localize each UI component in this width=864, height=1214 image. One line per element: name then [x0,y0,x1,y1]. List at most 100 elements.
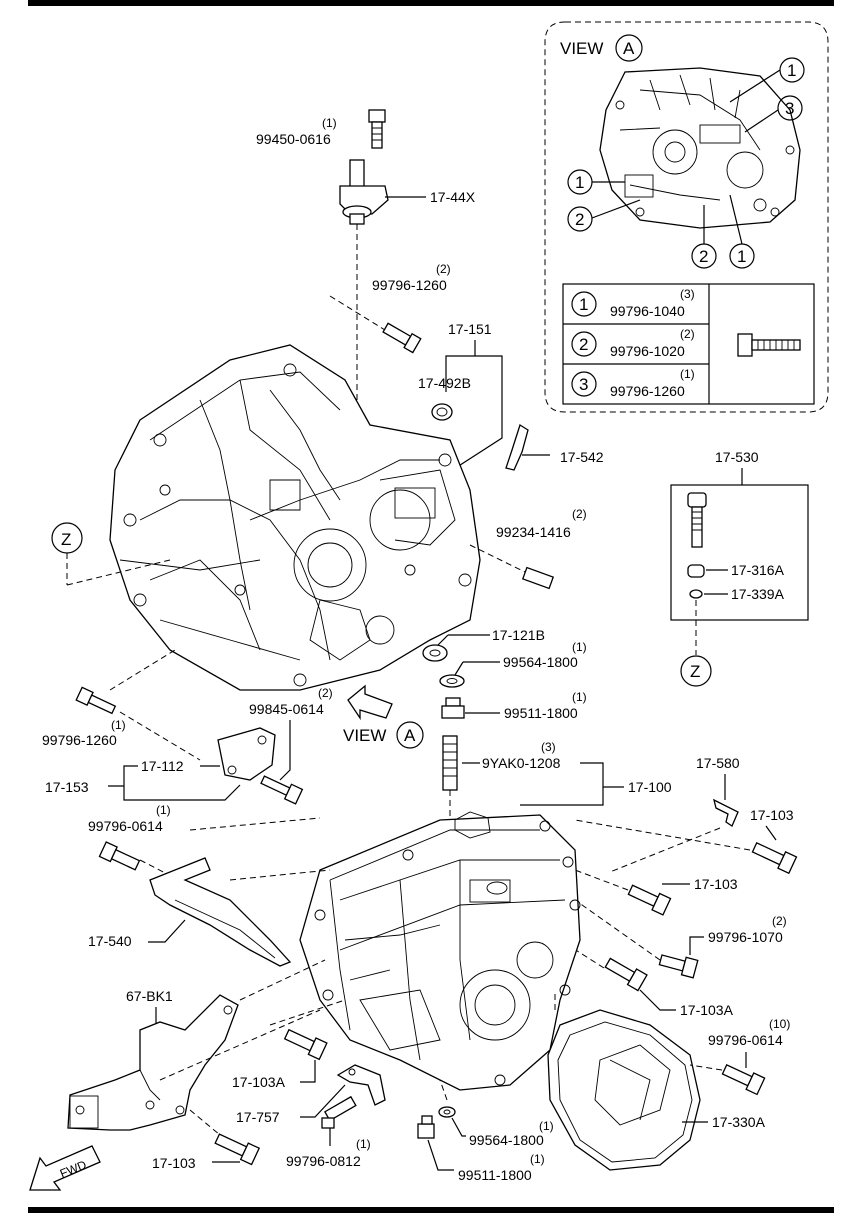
label-17-103-bottom: 17-103 [152,1155,196,1171]
part-17-492b-bushing [431,403,453,421]
transmission-case-17-100 [299,811,581,1091]
view-a-main-letter: A [404,726,416,745]
flange-bolt-icon [737,333,801,357]
view-a-arrow [347,684,393,721]
bolt-99796-1260-top [382,322,422,354]
part-17-540-bracket [149,857,292,967]
label-9yak0-1208: 9YAK0-1208 [482,755,561,771]
table-ref-2: 2 [579,335,588,354]
washer-99564-1800-bottom [438,1106,456,1118]
part-67-bk1-bracket [67,994,239,1131]
z-marker-right-text: Z [690,662,700,681]
label-99450-0616: 99450-0616 [256,131,331,147]
table-qty-3: (1) [680,367,695,381]
label-17-530: 17-530 [715,449,759,465]
bolt-99796-0614-left [98,841,141,871]
part-17-121b-seal [422,644,448,662]
bolt-17-103a-left [283,1028,328,1061]
label-17-103-right-top: 17-103 [750,807,794,823]
part-17-44x-sensor [339,159,389,225]
label-99845-0614: 99845-0614 [249,701,324,717]
label-99234-1416: 99234-1416 [496,524,571,540]
part-17-530-pin [687,492,707,548]
label-99796-1260-top: 99796-1260 [372,277,447,293]
callout-1-bottom-text: 1 [737,247,746,266]
bolt-99796-0812 [323,1095,357,1122]
label-17-103a-left: 17-103A [232,1074,286,1090]
z-marker-left-text: Z [61,530,71,549]
label-67-bk1: 67-BK1 [126,988,173,1004]
view-a-title: VIEW [560,39,603,58]
fwd-arrow-icon [29,1145,101,1191]
bolt-99450-0616 [368,109,386,149]
qty-99796-1070: (2) [772,914,787,928]
label-17-103a-right: 17-103A [680,1002,734,1018]
view-a-circle [615,34,643,62]
label-17-112: 17-112 [141,758,184,774]
washer-99564-1800-top [439,674,465,688]
table-part-3: 99796-1260 [610,383,685,399]
bolt-99845-0614 [260,775,304,805]
table-qty-1: (3) [680,287,695,301]
label-99796-0614-left: 99796-0614 [88,818,163,834]
qty-99796-0614-left: (1) [156,803,171,817]
label-99564-1800-top: 99564-1800 [503,654,578,670]
table-ref-3: 3 [579,375,588,394]
part-17-316a-ring [687,564,705,578]
qty-99845-0614: (2) [318,686,333,700]
bolt-17-103-bottom [214,1133,261,1166]
label-17-121b: 17-121B [492,627,545,643]
part-17-757-bracket [336,1064,386,1106]
label-99511-1800-top: 99511-1800 [504,705,578,721]
callout-2-bottom-text: 2 [699,247,708,266]
label-17-492b: 17-492B [418,375,471,391]
view-a-inset-border [544,21,829,413]
label-99796-1070: 99796-1070 [708,929,783,945]
label-17-103-right-mid: 17-103 [694,876,738,892]
callout-1-left [567,169,593,195]
view-a-letter: A [623,39,635,58]
label-99511-1800-bottom: 99511-1800 [458,1167,532,1183]
callout-1-left-text: 1 [575,173,584,192]
label-17-151: 17-151 [448,321,492,337]
qty-99234-1416: (2) [572,507,587,521]
label-17-44x: 17-44X [430,189,476,205]
bolt-99796-0812-head [321,1117,335,1129]
callout-1-bottom [729,243,755,269]
callout-2-left [567,206,593,232]
qty-99511-1800-bottom: (1) [530,1152,545,1166]
pin-99234-1416 [521,566,555,590]
callout-1-top [779,57,805,83]
qty-99796-1260-top: (2) [436,262,451,276]
table-qty-2: (2) [680,327,695,341]
label-17-580: 17-580 [696,755,740,771]
view-a-main-circle [396,721,424,749]
qty-99564-1800-top: (1) [572,640,587,654]
part-17-339a-oring [689,589,703,599]
label-99796-0614-right: 99796-0614 [708,1032,783,1048]
qty-9yak0-1208: (3) [541,740,556,754]
part-17-542-bracket [505,424,529,471]
callout-2-bottom [691,243,717,269]
label-17-542: 17-542 [560,449,604,465]
label-17-330a: 17-330A [712,1114,766,1130]
view-a-main-label: VIEW [343,726,386,745]
label-99796-1260-left: 99796-1260 [42,732,117,748]
label-17-316a: 17-316A [731,562,785,578]
table-part-1: 99796-1040 [610,303,685,319]
part-17-330a-cover [547,1009,701,1171]
qty-99796-0614-right: (10) [769,1017,790,1031]
label-17-339a: 17-339A [731,586,785,602]
bolt-17-103a-right [604,957,648,992]
label-99796-0812: 99796-0812 [286,1153,361,1169]
qty-99511-1800-top: (1) [572,690,587,704]
stud-9yak0-1208 [442,735,458,791]
callout-1-top-text: 1 [787,61,796,80]
label-17-757: 17-757 [236,1109,280,1125]
label-99564-1800-bottom: 99564-1800 [469,1132,544,1148]
top-rule [28,0,834,6]
callout-2-left-text: 2 [575,210,584,229]
qty-99564-1800-bottom: (1) [539,1119,554,1133]
table-ref-1: 1 [579,295,588,314]
